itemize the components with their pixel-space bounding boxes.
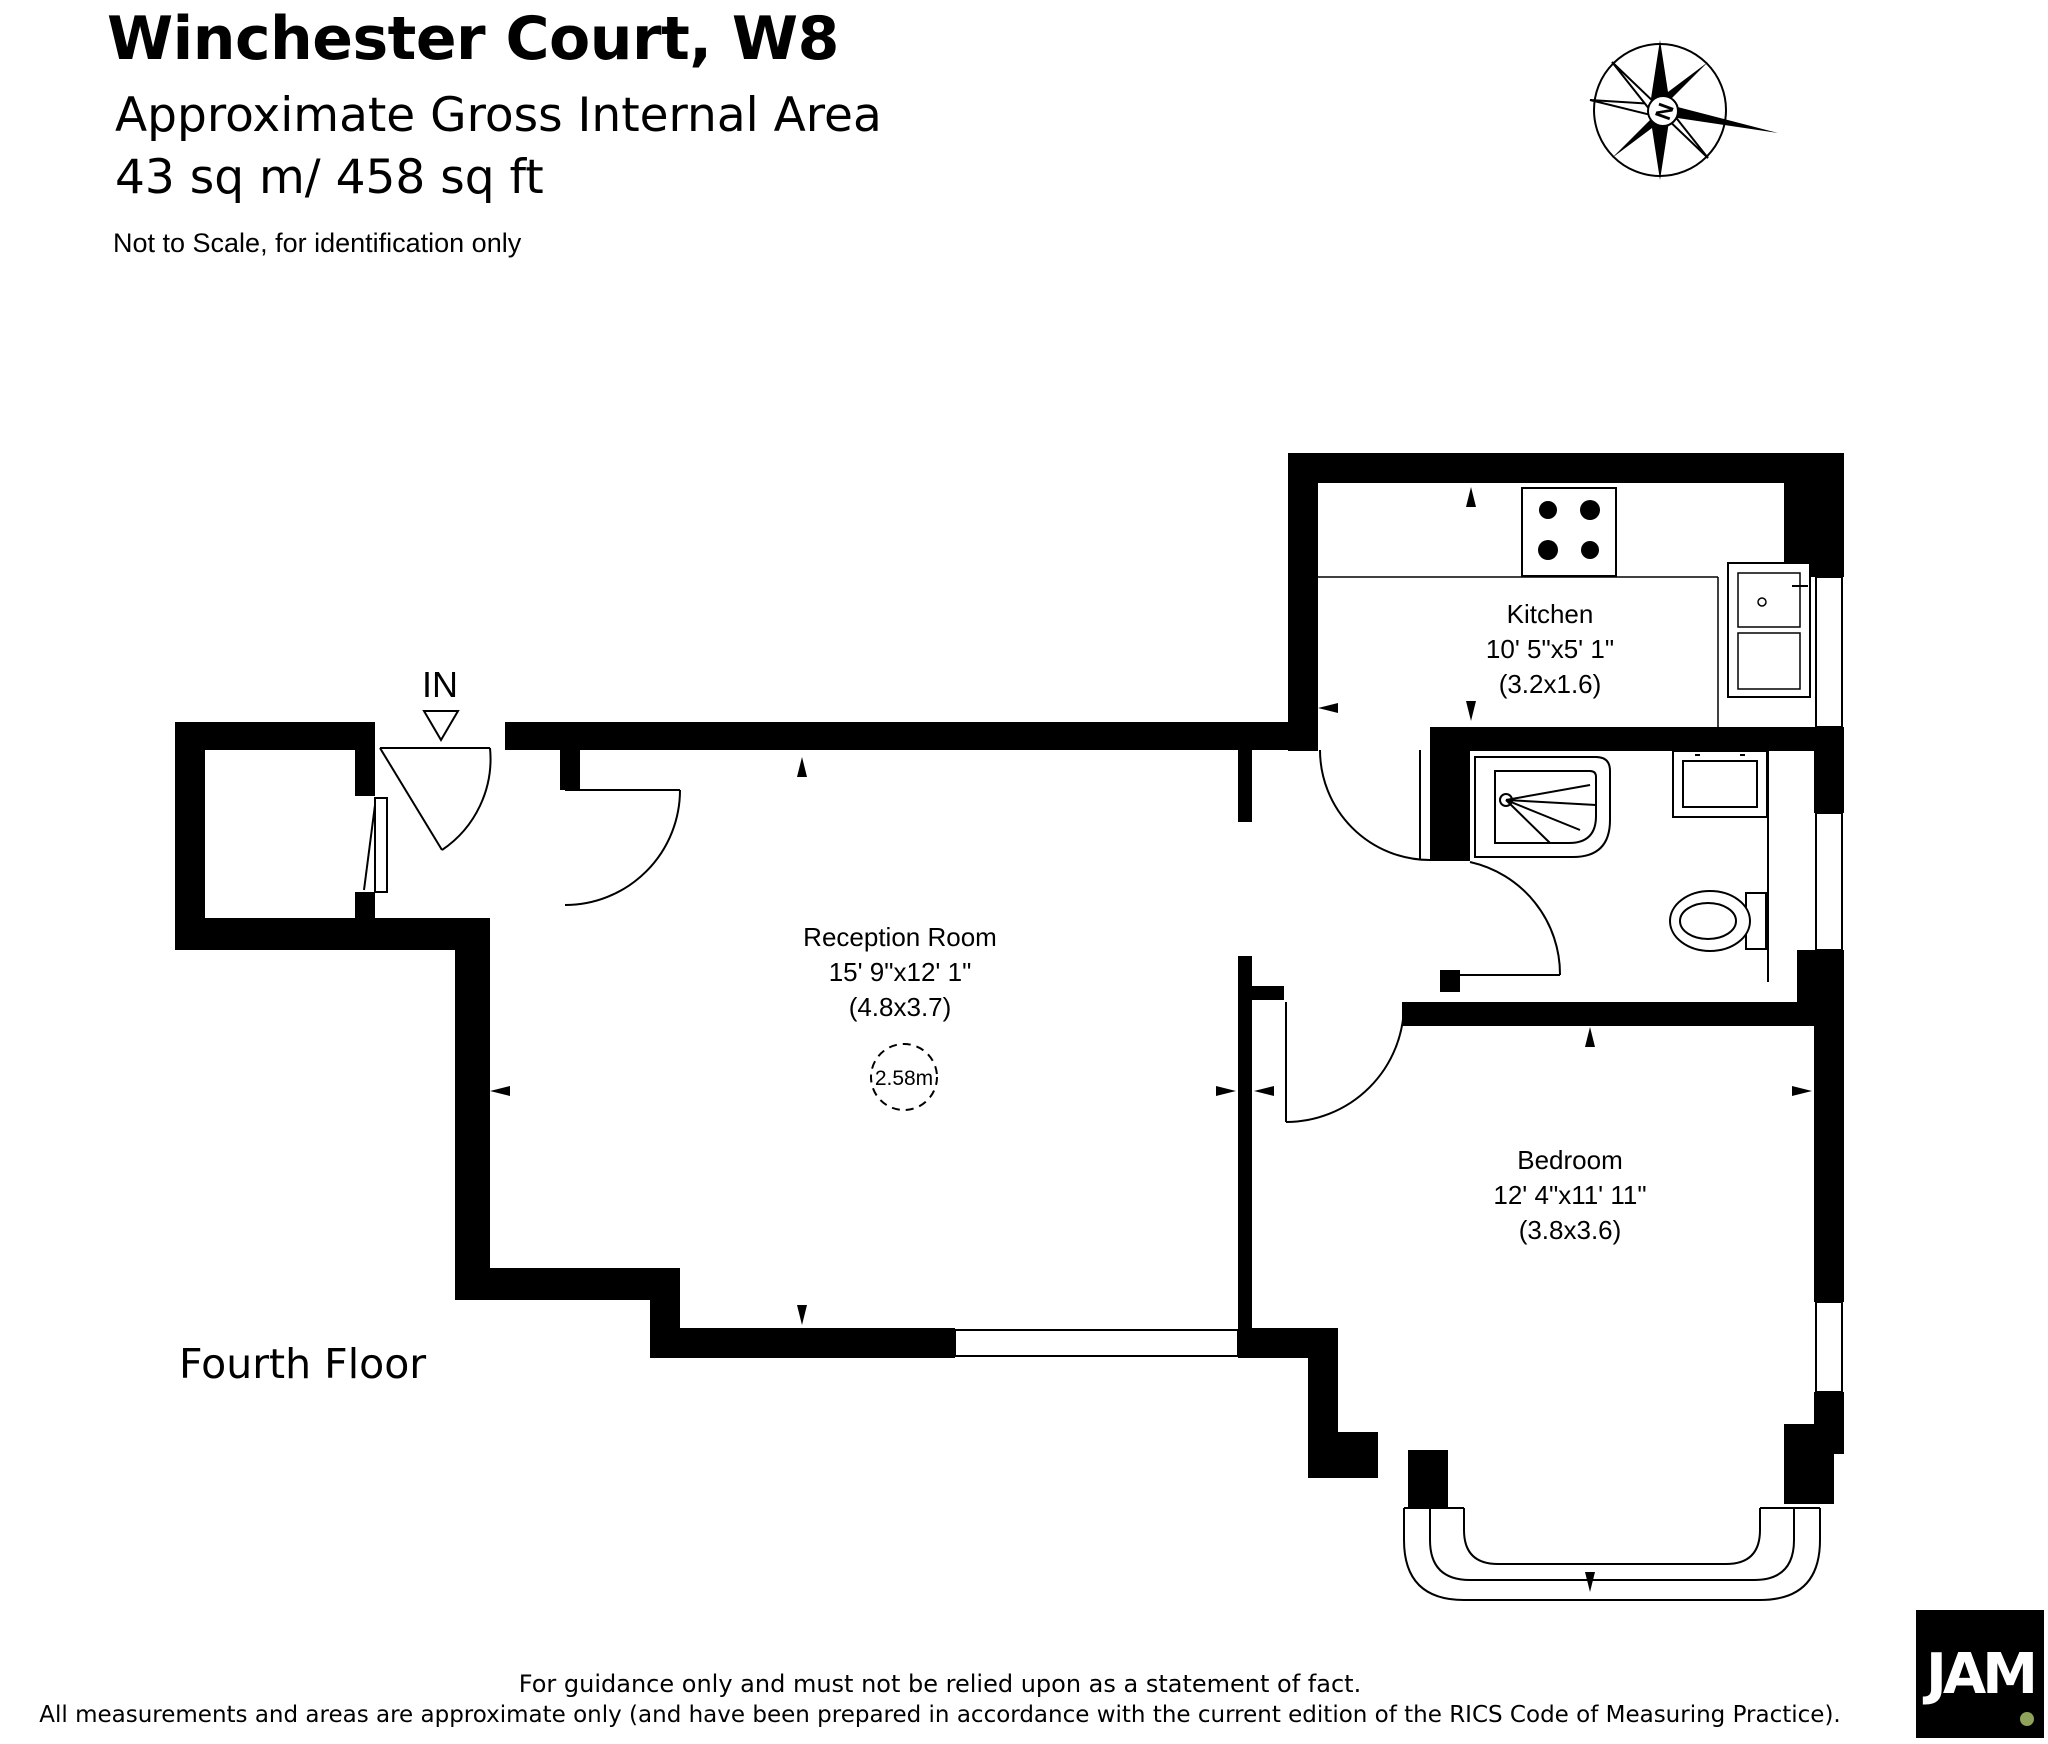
room-label-kitchen: Kitchen 10' 5"x5' 1" (3.2x1.6) [1440,597,1660,702]
sink-icon [1727,562,1811,698]
washbasin-icon [1672,750,1768,818]
doors [363,747,1562,1123]
kitchen-name: Kitchen [1506,599,1594,629]
area-value: 43 sq m/ 458 sq ft [115,150,544,205]
kitchen-metric: (3.2x1.6) [1498,669,1602,699]
footer-disclaimer-2: All measurements and areas are approxima… [39,1702,1841,1728]
reception-name: Reception Room [803,922,997,952]
reception-metric: (4.8x3.7) [848,992,952,1022]
kitchen-imperial: 10' 5"x5' 1" [1485,634,1615,664]
bathroom-fittings [1474,750,1769,982]
bedroom-metric: (3.8x3.6) [1518,1215,1622,1245]
kitchen-fittings [1318,487,1811,727]
entrance-label: IN [422,664,458,705]
floor-label: Fourth Floor [179,1340,427,1388]
room-label-bedroom: Bedroom 12' 4"x11' 11" (3.8x3.6) [1460,1143,1680,1248]
plan-title: Winchester Court, W8 [107,4,839,74]
logo-dot-icon [2020,1712,2034,1726]
ceiling-height-label: 2.58m [875,1067,933,1090]
shower-icon [1474,756,1611,858]
entrance-arrow-icon [422,710,460,742]
toilet-icon [1669,890,1767,952]
area-label: Approximate Gross Internal Area [115,88,882,143]
bedroom-name: Bedroom [1517,1145,1623,1175]
walls [175,453,1844,1508]
ceiling-height-marker [870,1043,938,1111]
footer-disclaimer-1: For guidance only and must not be relied… [518,1670,1362,1698]
windows [374,576,1843,1393]
bay-window [1403,1507,1821,1601]
logo-text: JAM [1926,1641,2038,1707]
compass-icon: N [1589,40,1778,180]
dimension-markers [490,487,1812,1592]
scale-note: Not to Scale, for identification only [113,228,522,258]
reception-imperial: 15' 9"x12' 1" [828,957,972,987]
bedroom-imperial: 12' 4"x11' 11" [1493,1180,1647,1210]
jam-logo: JAM [1916,1610,2044,1738]
room-label-reception: Reception Room 15' 9"x12' 1" (4.8x3.7) [760,920,1040,1025]
hob-icon [1521,487,1617,577]
